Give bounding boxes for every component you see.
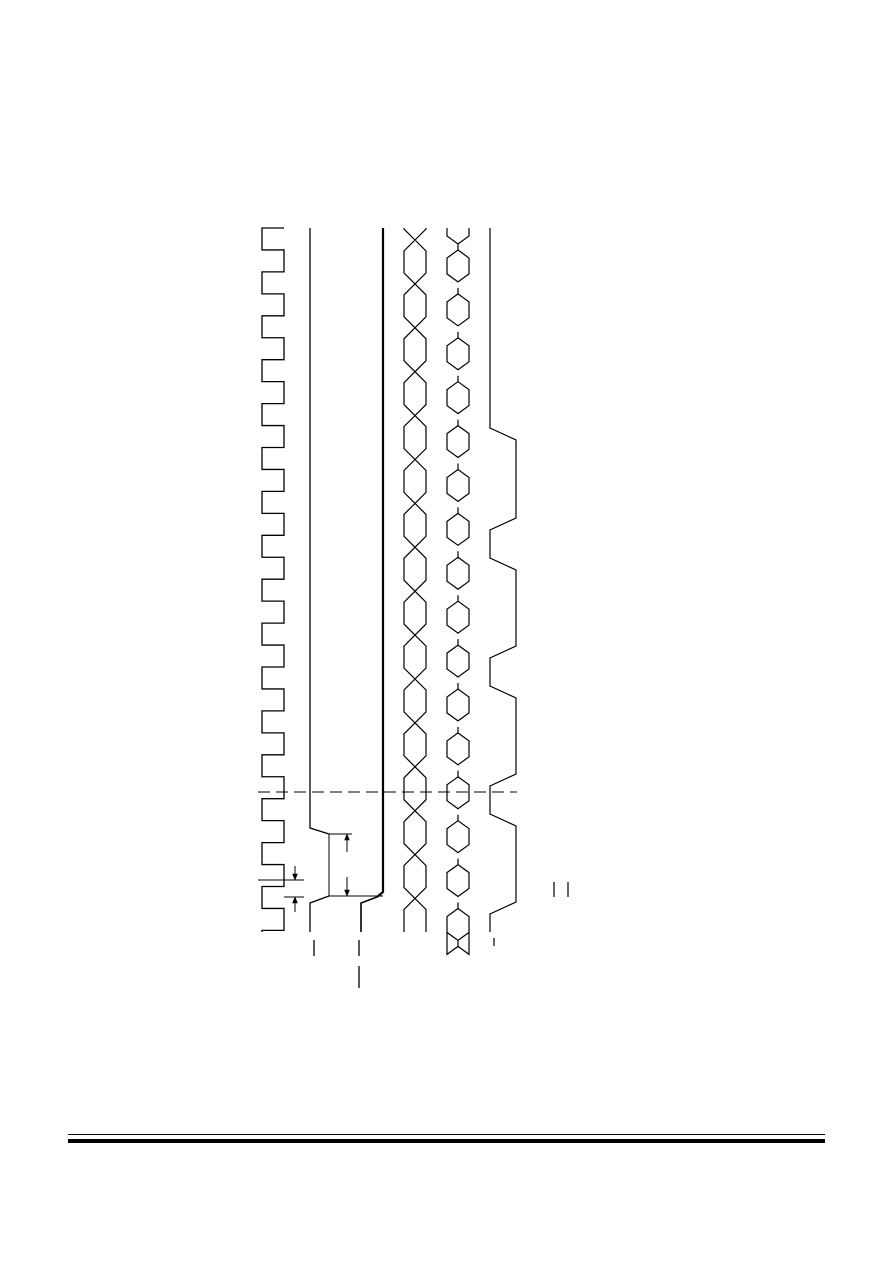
data-bus-b-waveform	[446, 228, 470, 956]
setup-time-marker	[258, 866, 304, 912]
strobe-to-strobe-delay-marker	[329, 877, 383, 897]
hold-time-marker	[328, 833, 352, 896]
enable-waveform	[489, 228, 517, 946]
label-tick-marks	[553, 882, 569, 897]
data-bus-a-waveform	[403, 228, 427, 932]
clock-waveform	[261, 227, 285, 932]
footer-rule-thick	[68, 1139, 825, 1143]
strobe-b-waveform	[358, 228, 385, 988]
strobe-a-waveform	[309, 228, 330, 956]
footer-rule-thin	[68, 1134, 825, 1135]
